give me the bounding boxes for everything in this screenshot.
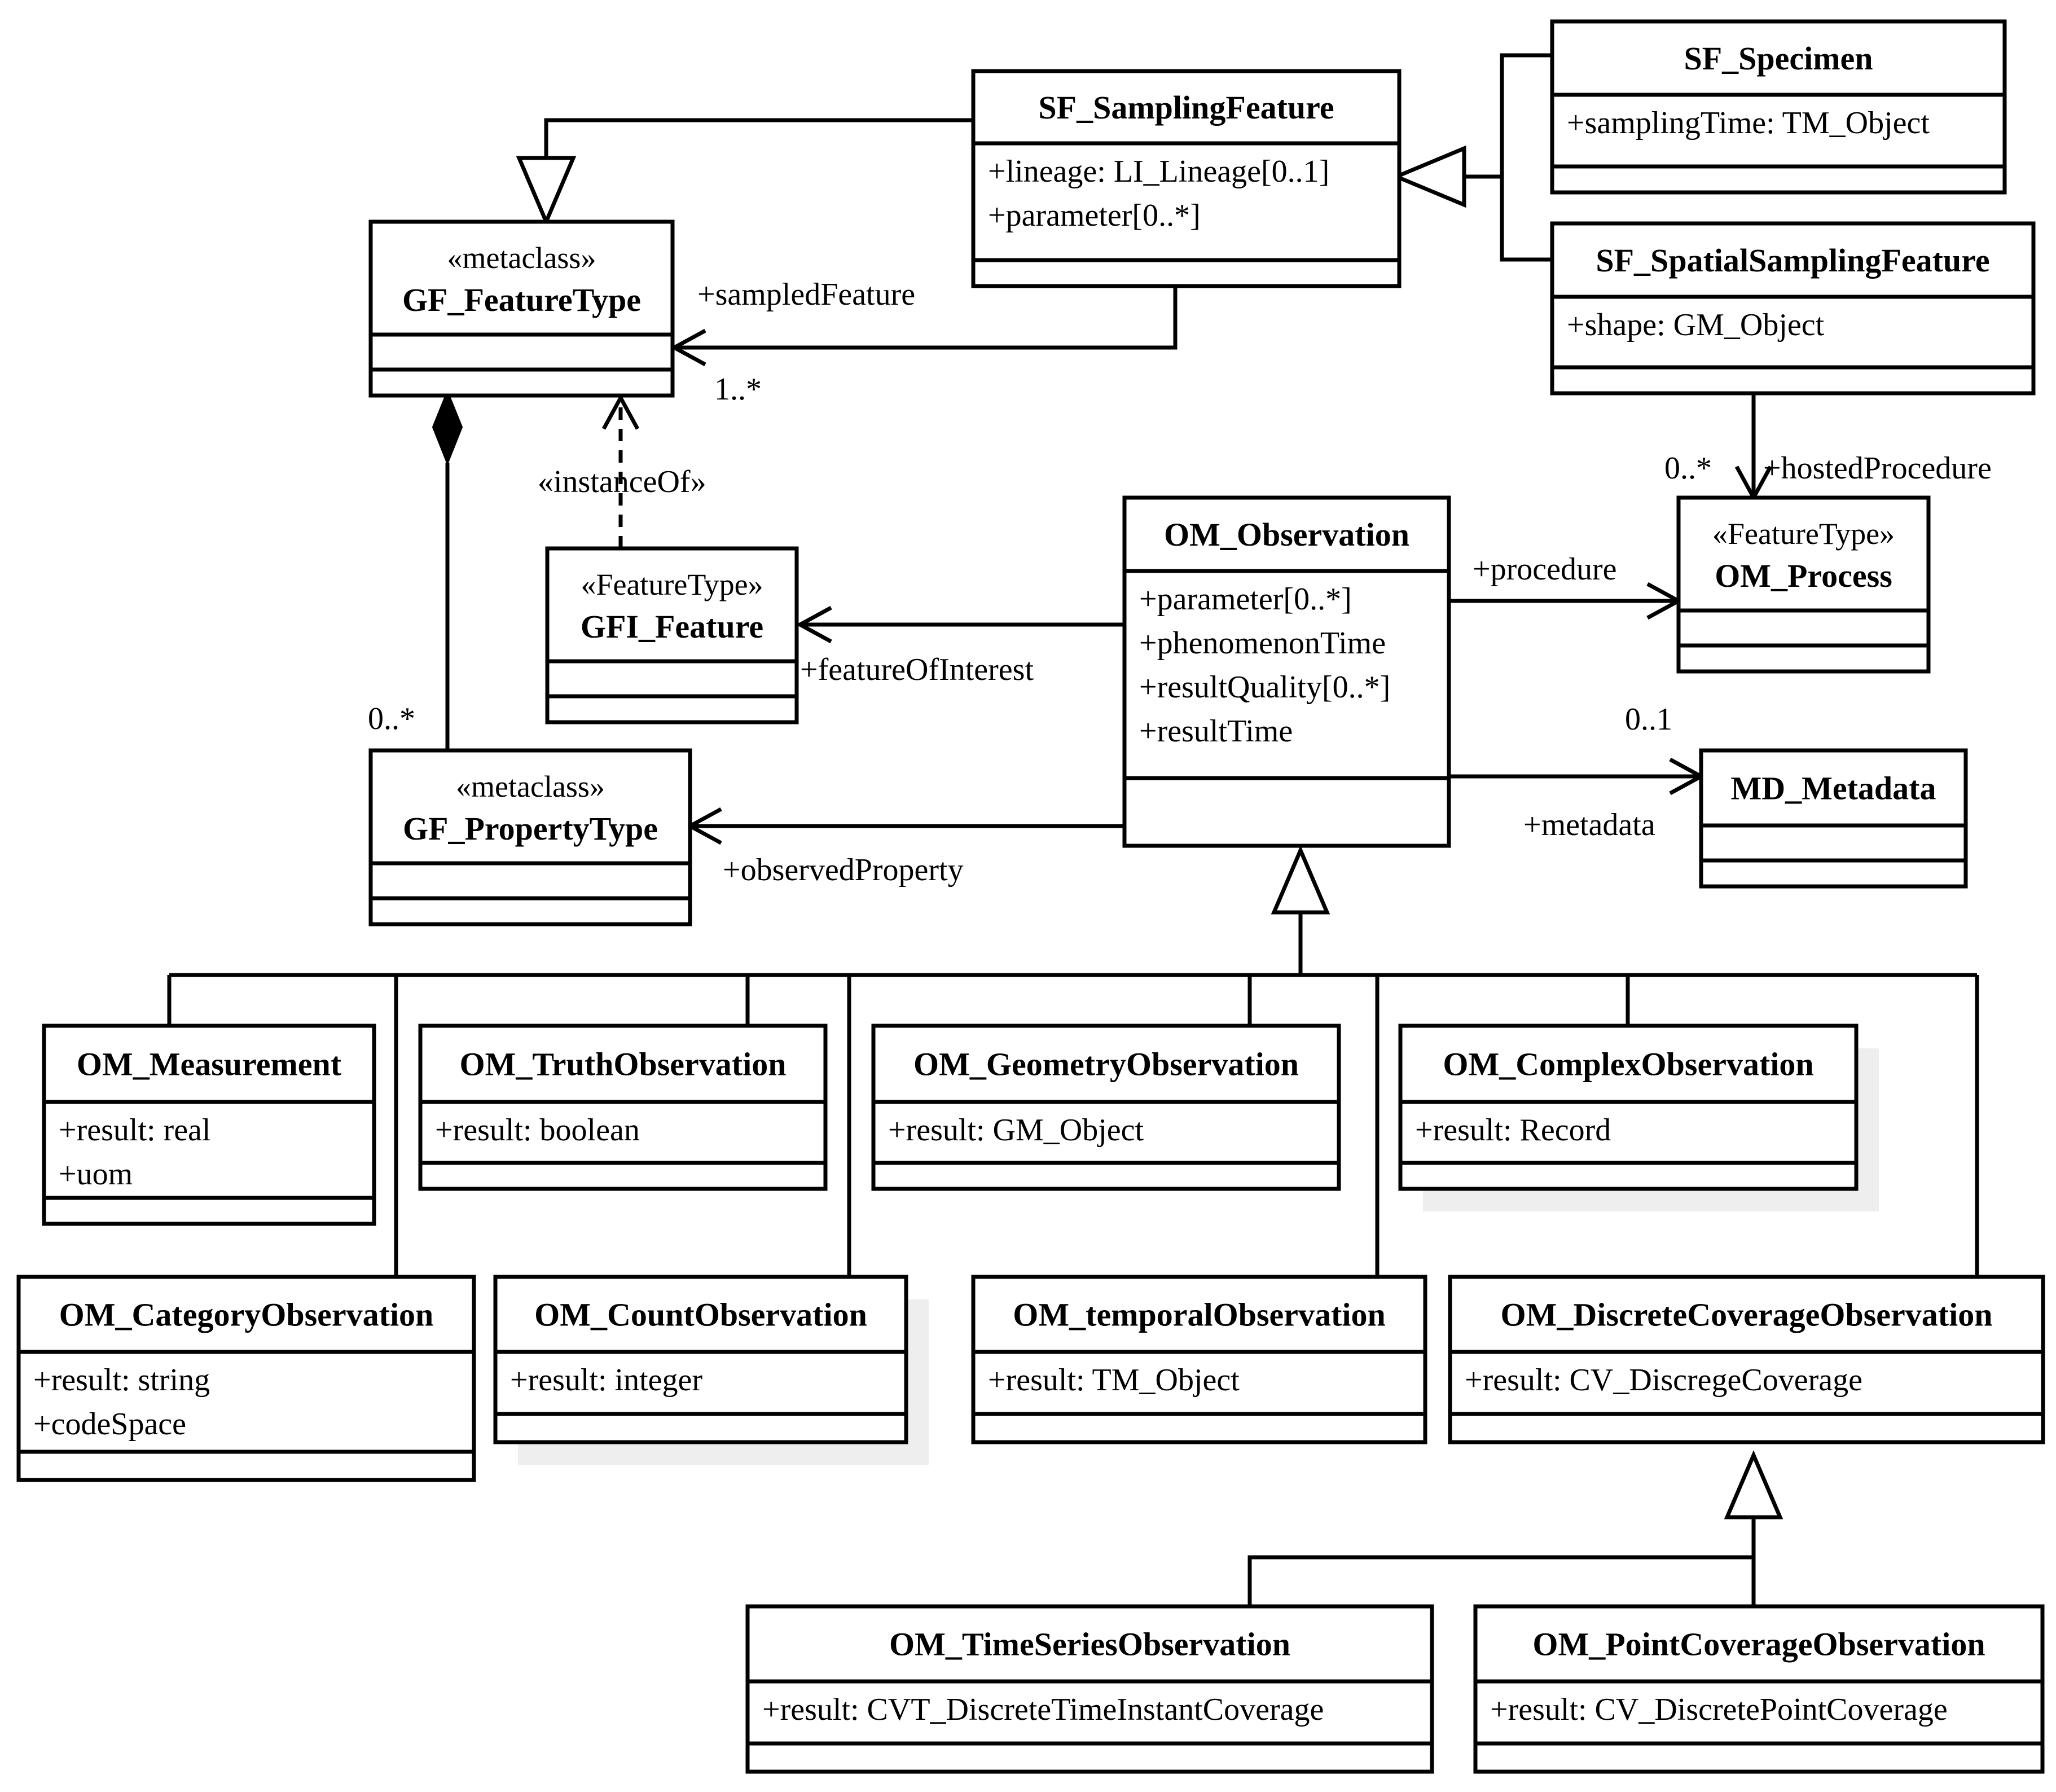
generalization-arrowhead-coverage [1724,1450,1783,1519]
class-frame [368,219,675,398]
label-metadata-mult: 0..1 [1625,702,1672,737]
class-name: MD_Metadata [1730,770,1936,807]
class-frame [368,748,692,926]
class-box-om-discrete-coverage-observation[interactable]: OM_DiscreteCoverageObservation +result: C… [1448,1275,2045,1444]
class-box-om-truth-observation[interactable]: OM_TruthObservation +result: boolean [418,1024,828,1191]
class-box-gf-feature-type[interactable]: «metaclass» GF_FeatureType [368,219,675,398]
label-hosted-procedure-mult: 0..* [1664,451,1712,486]
class-name: OM_Observation [1164,516,1409,553]
class-name: OM_GeometryObservation [913,1046,1299,1083]
class-attribute: +parameter[0..*] [988,198,1201,233]
class-layer: SF_SamplingFeature +lineage: LI_Lineage[0… [16,19,2045,1774]
class-box-om-temporal-observation[interactable]: OM_temporalObservation +result: TM_Object [971,1275,1427,1444]
class-attribute: +result: boolean [435,1113,640,1148]
association-sampled-feature [674,288,1178,350]
composition-diamond [432,389,463,466]
class-box-om-measurement[interactable]: OM_Measurement +result: real +uom [42,1024,376,1226]
class-attribute: +lineage: LI_Lineage[0..1] [988,154,1329,189]
generalization-spatial-to-sampling [1500,177,1552,262]
class-box-md-metadata[interactable]: MD_Metadata [1699,748,1968,889]
class-name: GF_PropertyType [403,810,658,847]
class-name: OM_CategoryObservation [59,1297,434,1333]
class-attribute: +result: CV_DiscregeCoverage [1465,1363,1862,1398]
class-name: SF_SamplingFeature [1038,89,1334,126]
class-name: OM_DiscreteCoverageObservation [1501,1297,1993,1333]
generalization-arrowhead-observation [1271,845,1330,915]
class-name: OM_TruthObservation [460,1046,787,1083]
class-attribute: +shape: GM_Object [1567,308,1825,342]
label-feature-of-interest: +featureOfInterest [800,652,1034,687]
class-name: GF_FeatureType [402,282,641,318]
class-frame [1699,748,1968,889]
class-attribute: +result: CV_DiscretePointCoverage [1490,1692,1948,1727]
class-attribute: +result: TM_Object [988,1363,1240,1398]
label-sampled-feature-mult: 1..* [714,372,762,407]
class-box-om-count-observation[interactable]: OM_CountObservation +result: integer [493,1275,929,1465]
class-box-om-complex-observation[interactable]: OM_ComplexObservation +result: Record [1398,1024,1879,1211]
class-attribute: +result: Record [1415,1113,1611,1148]
class-name: OM_TimeSeriesObservation [889,1626,1290,1663]
class-box-om-time-series-observation[interactable]: OM_TimeSeriesObservation +result: CVT_Dis… [745,1604,1434,1774]
class-frame [1676,495,1931,674]
generalization-coverage-bar [1247,1555,1754,1606]
class-attribute: +codeSpace [33,1407,186,1442]
class-attribute: +samplingTime: TM_Object [1567,106,1930,140]
class-attribute: +parameter[0..*] [1139,582,1352,617]
class-stereotype: «metaclass» [456,770,605,803]
class-name: OM_PointCoverageObservation [1532,1626,1985,1663]
connectors [167,53,1979,1606]
arrowhead-instance-of [601,393,640,430]
class-box-sf-sampling-feature[interactable]: SF_SamplingFeature +lineage: LI_Lineage[0… [971,69,1402,288]
class-frame [16,1275,476,1482]
class-box-gfi-feature[interactable]: «FeatureType» GFI_Feature [545,546,799,724]
class-box-sf-spatial-sampling-feature[interactable]: SF_SpatialSamplingFeature +shape: GM_Obje… [1550,221,2036,396]
class-stereotype: «FeatureType» [1712,517,1895,551]
class-frame [545,546,799,724]
class-box-sf-specimen[interactable]: SF_Specimen +samplingTime: TM_Object [1550,19,2007,195]
class-name: OM_Measurement [77,1046,342,1083]
generalization-sampling-to-featuretype [544,118,973,158]
label-procedure: +procedure [1473,552,1616,587]
class-box-om-geometry-observation[interactable]: OM_GeometryObservation +result: GM_Object [871,1024,1341,1191]
class-attribute: +result: GM_Object [888,1113,1144,1148]
class-name: SF_SpatialSamplingFeature [1596,242,1989,279]
class-frame [1550,19,2007,195]
class-stereotype: «metaclass» [447,241,596,275]
label-hosted-procedure: +hostedProcedure [1763,451,1992,486]
class-name: OM_CountObservation [534,1297,867,1333]
arrowhead-feature-of-interest [796,605,832,644]
class-frame [42,1024,376,1226]
generalization-arrowhead-featuretype [516,156,577,227]
class-attribute: +result: integer [510,1363,702,1398]
class-attribute: +phenomenonTime [1139,626,1386,661]
class-name: SF_Specimen [1684,40,1873,77]
class-attribute: +resultTime [1139,714,1293,749]
label-observed-property: +observedProperty [723,853,964,888]
class-frame [1122,495,1451,848]
class-attribute: +result: CVT_DiscreteTimeInstantCoverage [762,1692,1324,1727]
association-labels: +sampledFeature 1..* «instanceOf» 0..* +… [368,277,1992,888]
label-composition-mult: 0..* [368,701,415,736]
label-sampled-feature: +sampledFeature [697,277,915,312]
class-attribute: +result: real [59,1113,210,1148]
class-box-om-category-observation[interactable]: OM_CategoryObservation +result: string +co… [16,1275,476,1482]
class-box-om-point-coverage-observation[interactable]: OM_PointCoverageObservation +result: CV_D… [1473,1604,2045,1774]
class-frame [971,69,1402,288]
class-stereotype: «FeatureType» [581,568,763,601]
class-attribute: +uom [59,1157,133,1192]
class-attribute: +resultQuality[0..*] [1139,670,1390,705]
class-box-gf-property-type[interactable]: «metaclass» GF_PropertyType [368,748,692,926]
class-box-om-process[interactable]: «FeatureType» OM_Process [1676,495,1931,674]
class-box-om-observation[interactable]: OM_Observation +parameter[0..*] +phenomeno… [1122,495,1451,848]
class-frame [1550,221,2036,396]
label-instance-of: «instanceOf» [538,464,706,499]
label-metadata: +metadata [1523,807,1655,842]
generalization-arrowhead-sampling [1391,145,1466,208]
class-name: OM_temporalObservation [1013,1297,1385,1333]
class-name: OM_Process [1715,557,1892,594]
class-name: OM_ComplexObservation [1443,1046,1813,1083]
class-name: GFI_Feature [581,608,763,645]
class-attribute: +result: string [33,1363,210,1398]
